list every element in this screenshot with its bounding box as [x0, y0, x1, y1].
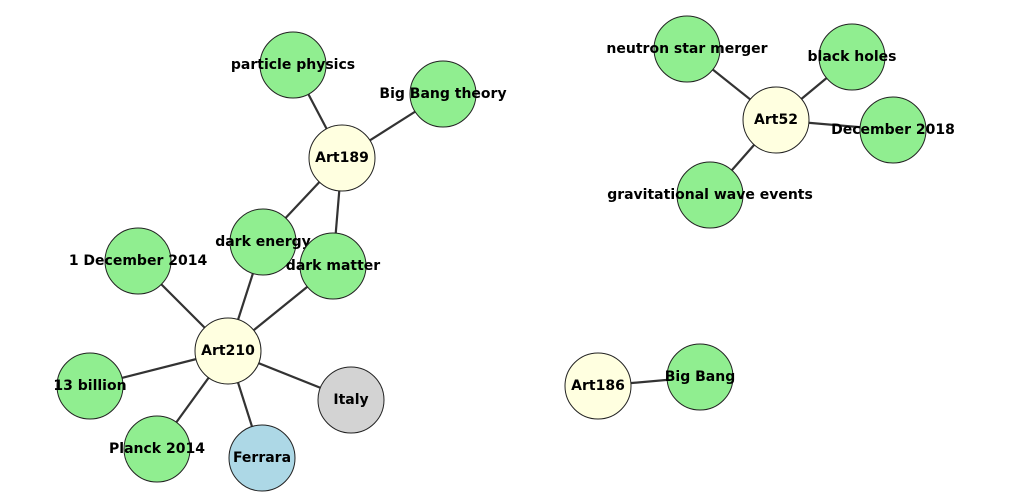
- node-dark_matter: dark matter: [286, 232, 380, 300]
- node-circle: [259, 31, 327, 99]
- node-circle: [317, 366, 385, 434]
- node-label: December 2018: [831, 122, 955, 138]
- node-label: Art189: [315, 150, 369, 166]
- node-neutron: neutron star merger: [606, 15, 768, 83]
- node-label: black holes: [808, 49, 897, 65]
- node-label: gravitational wave events: [607, 187, 813, 203]
- node-label: Art210: [201, 343, 255, 359]
- node-ferrara: Ferrara: [228, 424, 296, 492]
- node-circle: [859, 96, 927, 164]
- node-art210: Art210: [194, 317, 262, 385]
- node-circle: [308, 124, 376, 192]
- node-planck2014: Planck 2014: [109, 415, 205, 483]
- node-circle: [123, 415, 191, 483]
- node-black_holes: black holes: [808, 23, 897, 91]
- node-dark_energy: dark energy: [215, 208, 311, 276]
- node-label: Planck 2014: [109, 441, 205, 457]
- node-label: Art186: [571, 378, 625, 394]
- node-dec_2014: 1 December 2014: [69, 227, 208, 295]
- node-circle: [564, 352, 632, 420]
- node-label: Big Bang theory: [379, 86, 506, 102]
- node-circle: [229, 208, 297, 276]
- node-label: Art52: [754, 112, 798, 128]
- node-label: particle physics: [231, 57, 355, 73]
- node-circle: [56, 352, 124, 420]
- node-label: dark energy: [215, 234, 311, 250]
- node-label: Italy: [333, 392, 368, 408]
- node-big_bang_theory: Big Bang theory: [379, 60, 507, 128]
- node-circle: [653, 15, 721, 83]
- node-circle: [104, 227, 172, 295]
- node-art52: Art52: [742, 86, 810, 154]
- node-billion13: 13 billion: [53, 352, 127, 420]
- node-circle: [194, 317, 262, 385]
- node-label: 1 December 2014: [69, 253, 208, 269]
- node-label: 13 billion: [53, 378, 126, 394]
- node-big_bang: Big Bang: [665, 343, 735, 411]
- node-circle: [742, 86, 810, 154]
- node-circle: [676, 161, 744, 229]
- node-dec_2018: December 2018: [831, 96, 955, 164]
- node-art189: Art189: [308, 124, 376, 192]
- node-label: Ferrara: [233, 450, 291, 466]
- node-italy: Italy: [317, 366, 385, 434]
- node-circle: [299, 232, 367, 300]
- node-label: Big Bang: [665, 369, 735, 385]
- node-grav_wave: gravitational wave events: [607, 161, 813, 229]
- node-label: dark matter: [286, 258, 380, 274]
- node-label: neutron star merger: [606, 41, 767, 57]
- node-circle: [228, 424, 296, 492]
- node-circle: [409, 60, 477, 128]
- node-circle: [818, 23, 886, 91]
- node-art186: Art186: [564, 352, 632, 420]
- node-particle_physics: particle physics: [231, 31, 355, 99]
- node-circle: [666, 343, 734, 411]
